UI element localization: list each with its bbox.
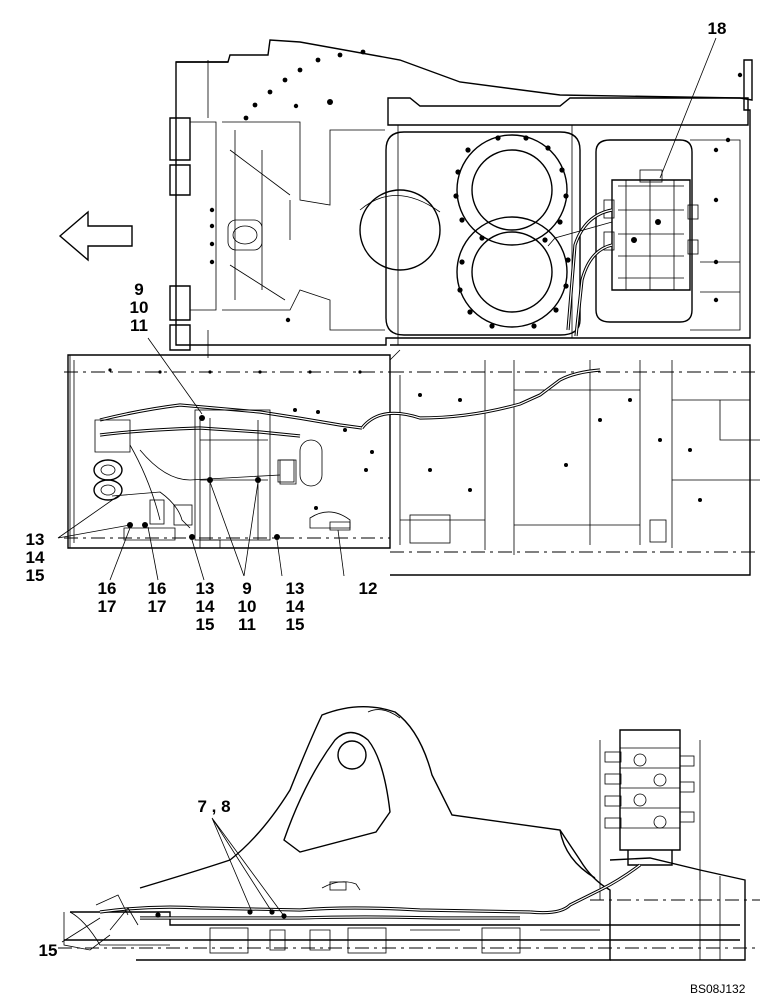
callout-13-14-15-right: 13 14 15 — [285, 579, 305, 634]
callout-13-14-15-mid: 13 14 15 — [195, 579, 215, 634]
callout-7-8: 7 , 8 — [197, 797, 231, 816]
drawing-code: BS08J132 — [690, 982, 746, 996]
left-arrow-icon — [58, 210, 133, 262]
frame-bolt-holes — [209, 49, 743, 323]
deck-bolt-dots — [108, 368, 702, 510]
wire-harness-side — [95, 881, 531, 931]
swing-bearing — [359, 131, 581, 336]
callout-16-17-a: 16 17 — [97, 579, 117, 616]
side-view-frame — [58, 705, 760, 961]
callout-9-10-11-top: 9 10 11 — [129, 280, 149, 335]
callout-15: 15 — [38, 941, 58, 960]
callout-12: 12 — [358, 579, 378, 598]
callout-18: 18 — [707, 19, 727, 38]
lower-deck — [64, 344, 760, 576]
wire-harness-deck — [93, 368, 601, 549]
callout-9-10-11-mid: 9 10 11 — [237, 579, 257, 634]
leader-lines-side — [61, 817, 285, 943]
control-valve-side — [529, 729, 701, 915]
upper-frame — [169, 39, 753, 358]
control-valve-top — [547, 169, 699, 337]
callout-16-17-b: 16 17 — [147, 579, 167, 616]
callout-13-14-15-left: 13 14 15 — [25, 530, 45, 585]
leader-lines-top — [57, 37, 717, 581]
